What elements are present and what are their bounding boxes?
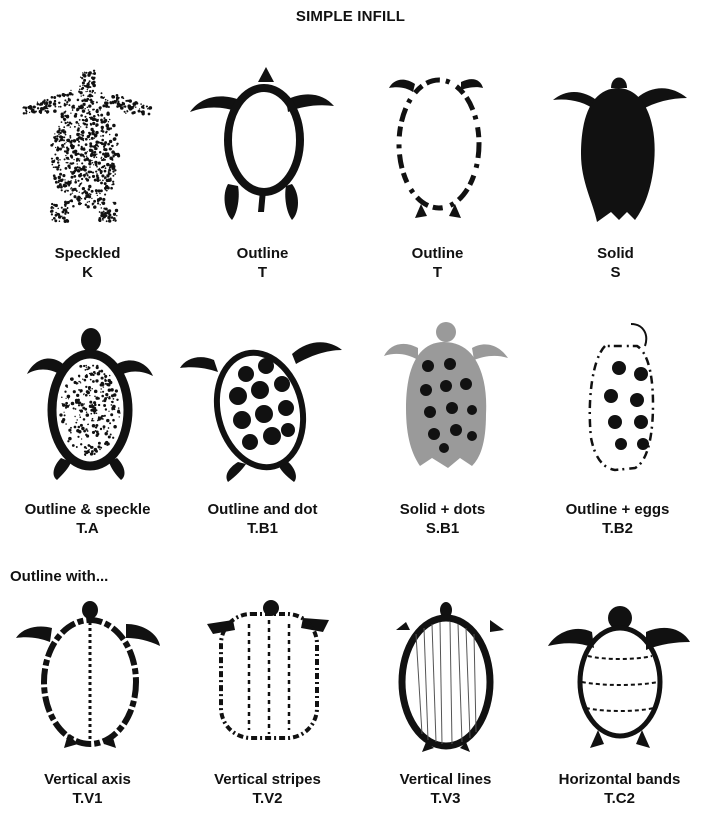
figure-outline-speckle: Outline & speckle T.A: [0, 318, 175, 538]
figure-code: T.B1: [175, 519, 350, 538]
figure-speckled: Speckled K: [0, 62, 175, 282]
figure-name: Vertical axis: [44, 771, 131, 788]
turtle-outline-icon: [188, 62, 338, 230]
turtle-outline-broken-icon: [363, 62, 513, 230]
turtle-vertical-stripes-icon: [193, 600, 343, 760]
figure-name: Outline: [412, 245, 464, 262]
figure-code: T.B2: [530, 519, 701, 538]
figure-code: T.V1: [0, 789, 175, 808]
figure-solid: Solid S: [528, 62, 701, 282]
figure-name: Horizontal bands: [559, 771, 681, 788]
figure-name: Outline + eggs: [566, 501, 670, 518]
figure-vertical-stripes: Vertical stripes T.V2: [180, 600, 355, 808]
turtle-outline-speckle-icon: [13, 318, 163, 486]
figure-vertical-lines: Vertical lines T.V3: [358, 594, 533, 808]
row-label: Outline with...: [10, 568, 108, 585]
turtle-solid-icon: [541, 62, 691, 230]
figure-vertical-axis: Vertical axis T.V1: [0, 594, 175, 808]
figure-name: Outline: [237, 245, 289, 262]
figure-name: Vertical stripes: [214, 771, 321, 788]
figure-code: T.V2: [180, 789, 355, 808]
figure-code: K: [0, 263, 175, 282]
figure-name: Solid: [597, 245, 634, 262]
figure-gray-dots: Solid + dots S.B1: [355, 318, 530, 538]
figure-code: T: [350, 263, 525, 282]
turtle-outline-eggs-icon: [543, 318, 693, 486]
figure-title: SIMPLE INFILL: [0, 8, 701, 25]
figure-name: Speckled: [55, 245, 121, 262]
turtle-outline-dot-icon: [180, 318, 345, 486]
turtle-speckled-icon: [13, 62, 163, 230]
figure-name: Outline and dot: [208, 501, 318, 518]
figure-code: T: [175, 263, 350, 282]
figure-outline-bold: Outline T: [175, 62, 350, 282]
figure-horizontal-bands: Horizontal bands T.C2: [532, 598, 701, 808]
figure-name: Outline & speckle: [25, 501, 151, 518]
figure-outline-broken: Outline T: [350, 62, 525, 282]
turtle-vertical-lines-icon: [366, 594, 526, 754]
figure-outline-eggs: Outline + eggs T.B2: [530, 318, 701, 538]
figure-code: S.B1: [355, 519, 530, 538]
figure-code: S: [528, 263, 701, 282]
figure-name: Vertical lines: [400, 771, 492, 788]
figure-code: T.C2: [532, 789, 701, 808]
figure-code: T.A: [0, 519, 175, 538]
figure-outline-dot: Outline and dot T.B1: [175, 318, 350, 538]
figure-name: Solid + dots: [400, 501, 485, 518]
turtle-vertical-axis-icon: [8, 594, 168, 754]
turtle-solid-dots-icon: [368, 318, 518, 486]
turtle-horizontal-bands-icon: [540, 598, 700, 758]
figure-code: T.V3: [358, 789, 533, 808]
